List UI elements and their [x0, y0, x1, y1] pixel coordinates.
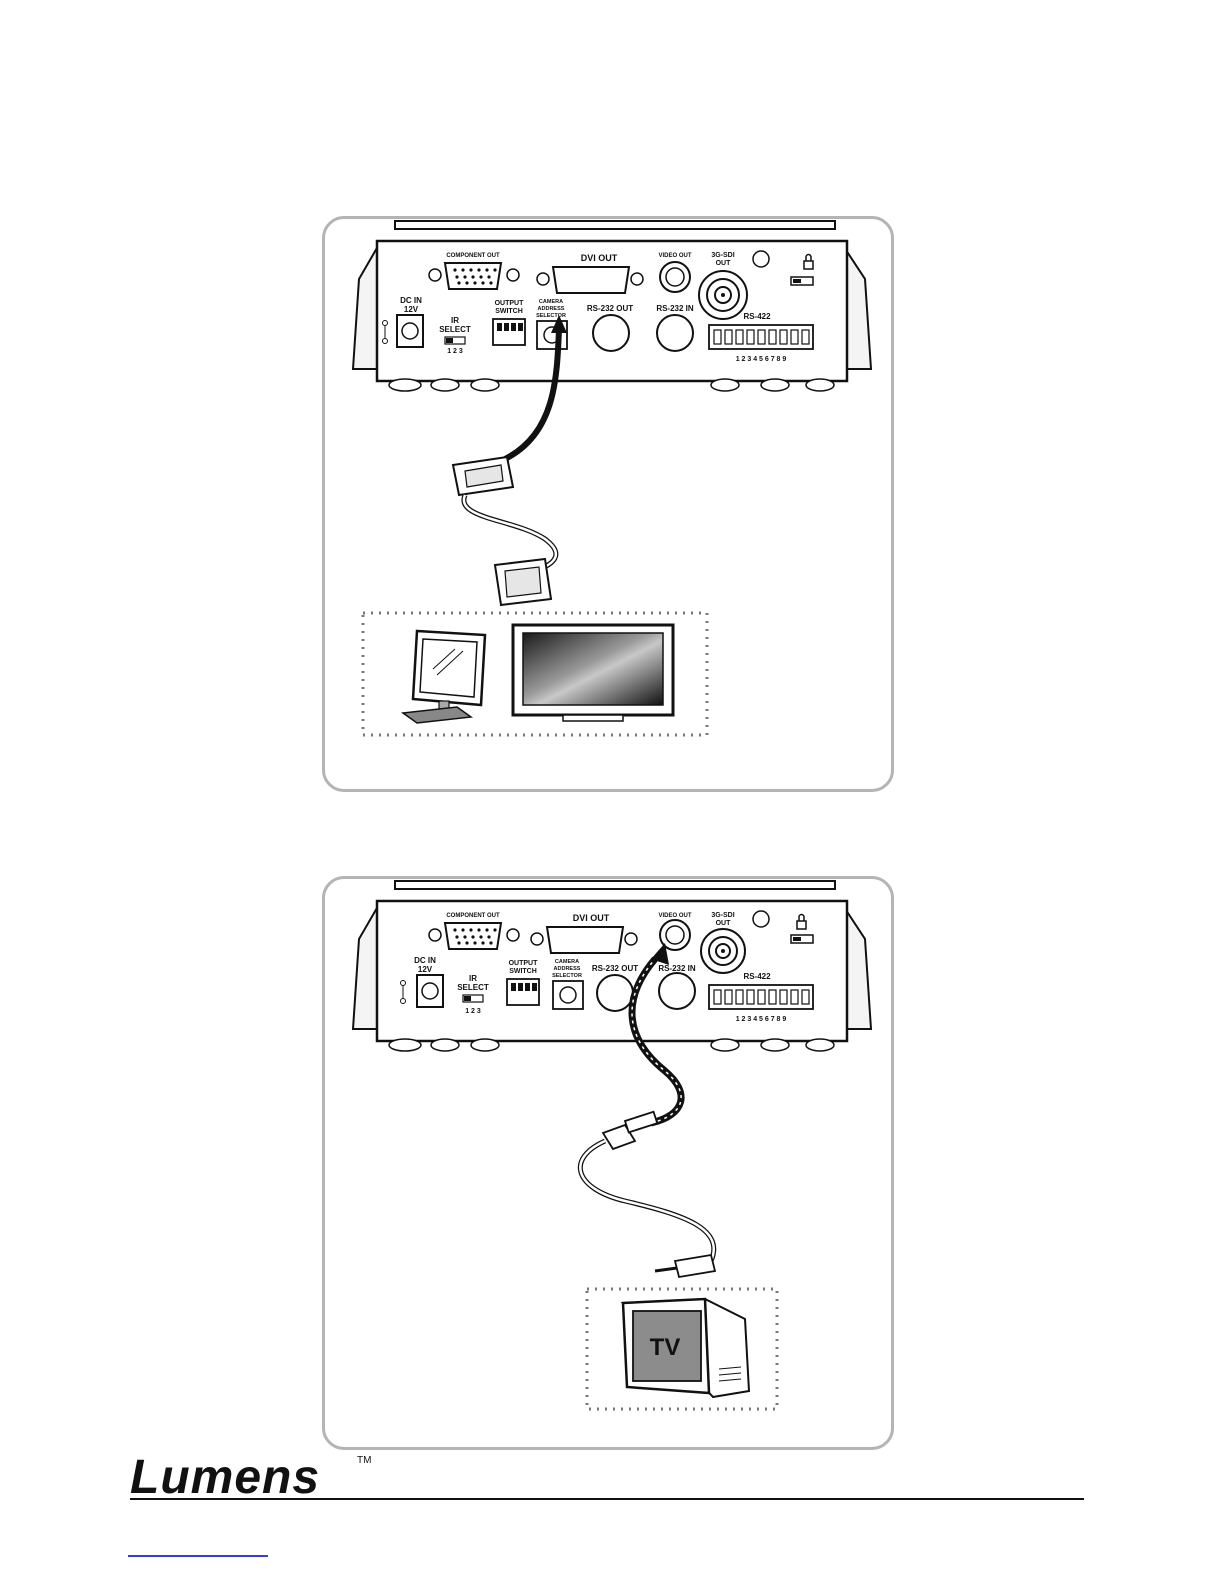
lock-icon	[790, 913, 814, 944]
component-out-label: COMPONENT OUT	[446, 913, 500, 919]
camera-address-selector	[552, 980, 584, 1010]
ir-select-switch	[462, 994, 484, 1003]
output-switch-label-line2: SWITCH	[495, 308, 523, 315]
rca-cable	[577, 1138, 717, 1262]
dc-in-label-line1: DC IN	[414, 956, 436, 965]
ir-label-line2: SELECT	[457, 983, 489, 992]
rs422-numbers: 1 2 3 4 5 6 7 8 9	[736, 356, 787, 363]
dc-in-port	[396, 314, 424, 348]
sdi-out-label-line2: OUT	[716, 920, 732, 927]
lock-icon	[790, 253, 814, 286]
output-switch-dip	[506, 978, 540, 1006]
flat-tv-icon	[511, 623, 675, 722]
camera-rear-panel: COMPONENT OUT DVI OUT VIDEO OUT 3G-SDI O…	[351, 899, 873, 1052]
ir-label-line2: SELECT	[439, 325, 471, 334]
tv-label: TV	[650, 1334, 681, 1361]
video-out-label: VIDEO OUT	[658, 253, 691, 259]
rs422-label: RS-422	[743, 972, 771, 981]
trademark-mark: TM	[357, 1455, 372, 1466]
footer-rule	[130, 1498, 1084, 1500]
rs232-in-label: RS-232 IN	[656, 304, 694, 313]
rca-connector-top	[601, 1110, 659, 1151]
dc-in-port	[416, 974, 444, 1008]
component-out-label: COMPONENT OUT	[446, 253, 500, 259]
sdi-out-label-line1: 3G-SDI	[711, 252, 734, 259]
video-connection-panel: COMPONENT OUT DVI OUT VIDEO OUT 3G-SDI O…	[322, 876, 894, 1450]
output-switch-label-line1: OUTPUT	[495, 300, 525, 307]
component-out-port	[428, 262, 520, 290]
dvi-out-port	[536, 266, 644, 294]
crt-tv-icon: TV	[620, 1297, 751, 1399]
dc-in-label-line2: 12V	[404, 305, 419, 314]
rs232-out-port	[596, 974, 634, 1012]
dvi-out-port	[530, 926, 638, 954]
camera-address-label-line1: CAMERA	[539, 299, 563, 305]
ir-select-numbers: 1 2 3	[465, 1008, 481, 1015]
camera-rear-panel: COMPONENT OUT DVI OUT VIDEO OUT 3G-SDI	[351, 239, 873, 392]
ir-select-numbers: 1 2 3	[447, 348, 463, 355]
dvi-connection-panel: COMPONENT OUT DVI OUT VIDEO OUT 3G-SDI	[322, 216, 894, 792]
dvi-cable-connector-top	[451, 455, 515, 497]
sdi-out-port	[698, 270, 748, 320]
component-out-port	[428, 922, 520, 950]
camera-address-label-line2: ADDRESS	[538, 306, 565, 312]
arrow-up-icon	[551, 315, 567, 333]
rs422-label: RS-422	[743, 312, 771, 321]
monitor-icon	[400, 629, 487, 724]
dvi-cable-path	[503, 328, 562, 462]
dc-in-label-line2: 12V	[418, 965, 433, 974]
polarity-icon	[382, 320, 388, 344]
video-out-port	[659, 261, 691, 293]
video-out-port	[659, 919, 691, 951]
rs232-in-label: RS-232 IN	[658, 964, 696, 973]
rca-connector-bottom	[654, 1253, 717, 1279]
output-switch-label-line1: OUTPUT	[509, 960, 539, 967]
rs232-in-port	[656, 314, 694, 352]
led-indicator	[752, 910, 770, 928]
rs422-terminal-block	[708, 984, 814, 1010]
ir-label-line1: IR	[469, 974, 477, 983]
output-switch-label-line2: SWITCH	[509, 968, 537, 975]
sdi-out-label-line2: OUT	[716, 260, 732, 267]
camera-address-label-line2: ADDRESS	[554, 966, 581, 972]
output-switch-dip	[492, 318, 526, 346]
camera-address-label-line1: CAMERA	[555, 959, 579, 965]
video-out-label: VIDEO OUT	[658, 913, 691, 919]
led-indicator	[752, 250, 770, 268]
video-cable-path	[628, 956, 685, 1127]
footer-link-underline	[128, 1555, 268, 1557]
rs422-numbers: 1 2 3 4 5 6 7 8 9	[736, 1016, 787, 1023]
rs232-out-port	[592, 314, 630, 352]
dvi-cable-connector-bottom	[493, 557, 553, 607]
dvi-out-label: DVI OUT	[573, 913, 610, 923]
arrow-up-icon	[651, 943, 669, 965]
rs232-out-label: RS-232 OUT	[587, 304, 633, 313]
tv-group	[585, 1287, 779, 1411]
polarity-icon	[400, 980, 406, 1004]
camera-address-label-line3: SELECTOR	[552, 973, 582, 979]
brand-logo: Lumens	[130, 1451, 321, 1504]
dvi-out-label: DVI OUT	[581, 253, 618, 263]
sdi-out-port	[700, 928, 746, 974]
rs232-out-label: RS-232 OUT	[592, 964, 638, 973]
dc-in-label-line1: DC IN	[400, 296, 422, 305]
camera-address-label-line3: SELECTOR	[536, 313, 566, 319]
video-connection-diagram: COMPONENT OUT DVI OUT VIDEO OUT 3G-SDI O…	[351, 880, 873, 1411]
rs232-in-port	[658, 972, 696, 1010]
ir-select-switch	[444, 336, 466, 345]
ir-label-line1: IR	[451, 316, 459, 325]
rs422-terminal-block	[708, 324, 814, 350]
dvi-connection-diagram: COMPONENT OUT DVI OUT VIDEO OUT 3G-SDI	[351, 220, 873, 737]
sdi-out-label-line1: 3G-SDI	[711, 912, 734, 919]
